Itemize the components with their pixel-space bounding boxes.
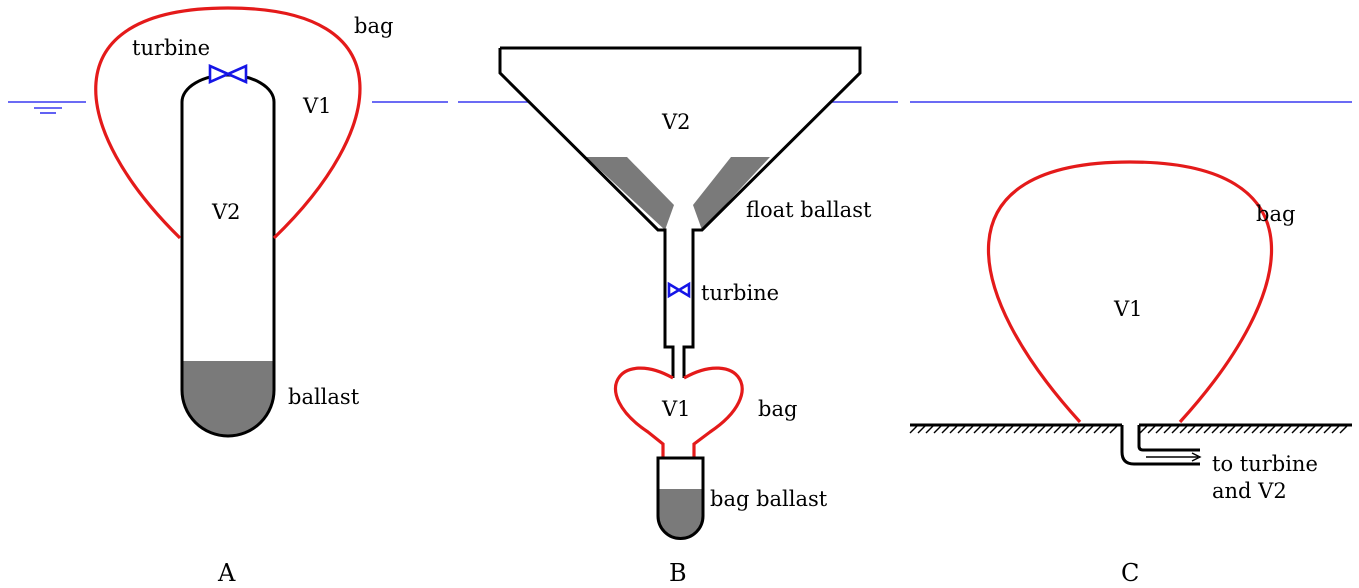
hatch-stroke — [1283, 424, 1293, 434]
label-outlet-line1: to turbine — [1212, 452, 1318, 476]
bag-a — [94, 6, 362, 240]
label-v2-b: V2 — [661, 110, 691, 134]
bag-b-right — [683, 366, 744, 458]
hatch-stroke — [1139, 424, 1149, 434]
hatch-stroke — [1179, 424, 1189, 434]
label-bag-ballast: bag ballast — [710, 487, 828, 511]
hatch-stroke — [1259, 424, 1269, 434]
hatch-stroke — [989, 424, 999, 434]
hatch-stroke — [1291, 424, 1301, 434]
hatch-stroke — [1235, 424, 1245, 434]
hatch-stroke — [1109, 424, 1119, 434]
hatch-stroke — [1093, 424, 1103, 434]
label-outlet-line2: and V2 — [1212, 479, 1287, 503]
hatch-stroke — [1053, 424, 1063, 434]
outlet-arrow — [1146, 452, 1202, 462]
hatch-stroke — [1315, 424, 1325, 434]
hatch-stroke — [1029, 424, 1039, 434]
hatch-stroke — [1045, 424, 1055, 434]
turbine-valve-b — [667, 281, 691, 299]
hatch-stroke — [1085, 424, 1095, 434]
outlet-pipe-outer — [1120, 425, 1200, 466]
hatch-stroke — [1069, 424, 1079, 434]
seabed-hatch-right — [1139, 424, 1349, 434]
hatch-stroke — [1227, 424, 1237, 434]
hatch-stroke — [1307, 424, 1317, 434]
hatch-stroke — [965, 424, 975, 434]
hatch-stroke — [1331, 424, 1341, 434]
hatch-stroke — [1299, 424, 1309, 434]
hatch-stroke — [1077, 424, 1087, 434]
seabed-hatch-left — [909, 424, 1119, 434]
bag-ballast — [658, 489, 703, 539]
hatch-stroke — [1211, 424, 1221, 434]
hatch-stroke — [1275, 424, 1285, 434]
hatch-stroke — [957, 424, 967, 434]
hatch-stroke — [1155, 424, 1165, 434]
hatch-stroke — [1251, 424, 1261, 434]
label-float-ballast: float ballast — [746, 198, 872, 222]
hatch-stroke — [1195, 424, 1205, 434]
label-bag-c: bag — [1256, 202, 1295, 226]
hatch-stroke — [1171, 424, 1181, 434]
panel-c: bag V1 to turbine and V2 C — [909, 101, 1352, 587]
hatch-stroke — [1101, 424, 1111, 434]
hatch-stroke — [1037, 424, 1047, 434]
cylinder-tube-a — [180, 73, 276, 438]
hatch-stroke — [1187, 424, 1197, 434]
caption-a: A — [217, 559, 236, 587]
hatch-stroke — [1219, 424, 1229, 434]
bag-c — [986, 160, 1274, 424]
label-turbine-a: turbine — [132, 36, 210, 60]
hatch-stroke — [973, 424, 983, 434]
hatch-stroke — [1061, 424, 1071, 434]
label-ballast-a: ballast — [288, 385, 360, 409]
float-ballast-right — [693, 157, 770, 230]
label-bag-a: bag — [354, 14, 393, 38]
float-ballast-left — [586, 157, 674, 230]
label-v2-a: V2 — [211, 200, 241, 224]
caption-b: B — [669, 559, 687, 587]
hatch-stroke — [941, 424, 951, 434]
bag-ballast-container — [656, 456, 705, 540]
hatch-stroke — [997, 424, 1007, 434]
hatch-stroke — [1243, 424, 1253, 434]
hatch-stroke — [1005, 424, 1015, 434]
hatch-stroke — [1021, 424, 1031, 434]
hatch-stroke — [933, 424, 943, 434]
label-v1-c: V1 — [1113, 297, 1143, 321]
float-funnel-left-wall — [498, 48, 675, 378]
turbine-valve-a — [208, 63, 248, 85]
label-v1-a: V1 — [302, 94, 332, 118]
hatch-stroke — [1323, 424, 1333, 434]
hatch-stroke — [1163, 424, 1173, 434]
outlet-pipe-inner — [1137, 425, 1200, 452]
hatch-stroke — [917, 424, 927, 434]
caption-c: C — [1121, 559, 1139, 587]
ballast-a — [182, 361, 274, 436]
hatch-stroke — [1339, 424, 1349, 434]
panel-a: bag turbine V1 V2 ballast A — [8, 6, 448, 587]
hatch-stroke — [1013, 424, 1023, 434]
bag-b-left — [614, 366, 674, 458]
hatch-stroke — [925, 424, 935, 434]
float-funnel-right-wall — [500, 46, 862, 378]
hatch-stroke — [1203, 424, 1213, 434]
hatch-stroke — [909, 424, 919, 434]
water-level-symbol — [34, 107, 62, 114]
label-v1-b: V1 — [661, 397, 691, 421]
hatch-stroke — [1147, 424, 1157, 434]
hatch-stroke — [981, 424, 991, 434]
label-bag-b: bag — [758, 397, 797, 421]
label-turbine-b: turbine — [701, 281, 779, 305]
panel-b: V2 float ballast turbine V1 bag bag ball… — [458, 46, 898, 587]
hatch-stroke — [1267, 424, 1277, 434]
hatch-stroke — [949, 424, 959, 434]
